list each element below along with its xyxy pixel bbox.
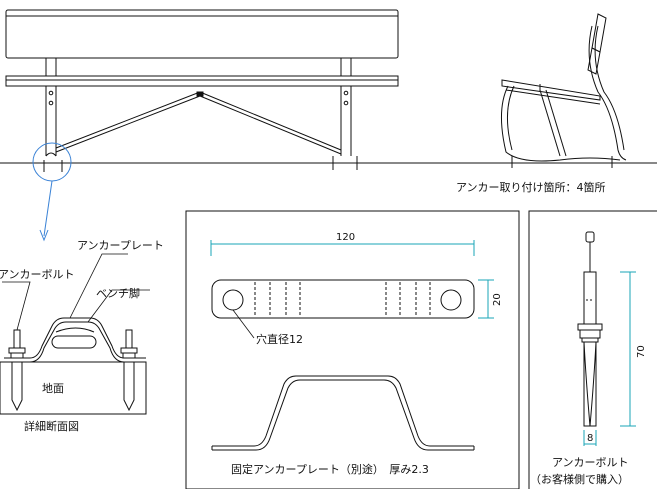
bolt-length-dimension xyxy=(620,271,636,427)
hole-diameter-label: 穴直径12 xyxy=(256,332,303,346)
detail-leaders xyxy=(2,253,150,331)
hole-leader xyxy=(232,309,255,339)
detail-section-label: 詳細断面図 xyxy=(24,419,79,433)
bench-leg-label: ベンチ脚 xyxy=(96,286,140,300)
plate-length-dimension xyxy=(210,240,475,256)
plate-top-view xyxy=(211,279,475,319)
bolt-title-label: アンカーボルト xyxy=(552,456,629,469)
plate-width-value: 20 xyxy=(492,293,503,306)
anchor-bolt-label: アンカーボルト xyxy=(0,268,75,281)
detail-section xyxy=(0,317,147,415)
anchor-bolt-drawing xyxy=(577,231,603,427)
bolt-panel xyxy=(528,210,657,489)
anchor-spots-label: アンカー取り付け箇所：4箇所 xyxy=(456,180,606,194)
fixed-plate-label: 固定アンカープレート（別途） 厚み2.3 xyxy=(231,462,429,476)
bolt-length-value: 70 xyxy=(636,345,647,358)
detail-callout-arrow xyxy=(43,180,53,237)
plate-panel xyxy=(185,210,520,489)
ground-label: 地面 xyxy=(42,382,64,395)
plate-length-value: 120 xyxy=(336,232,355,243)
bolt-diameter-dimension xyxy=(583,430,597,446)
plate-side-view xyxy=(211,375,475,451)
detail-callout-circle xyxy=(32,142,72,182)
bolt-diameter-value: 8 xyxy=(587,433,593,444)
anchor-plate-label: アンカープレート xyxy=(77,239,164,252)
bolt-note-label: （お客様側で購入） xyxy=(530,472,629,486)
detail-callout-arrowhead xyxy=(39,229,49,242)
bench-side-view xyxy=(500,13,627,168)
plate-width-dimension xyxy=(478,279,494,319)
bench-front-view xyxy=(5,9,399,172)
